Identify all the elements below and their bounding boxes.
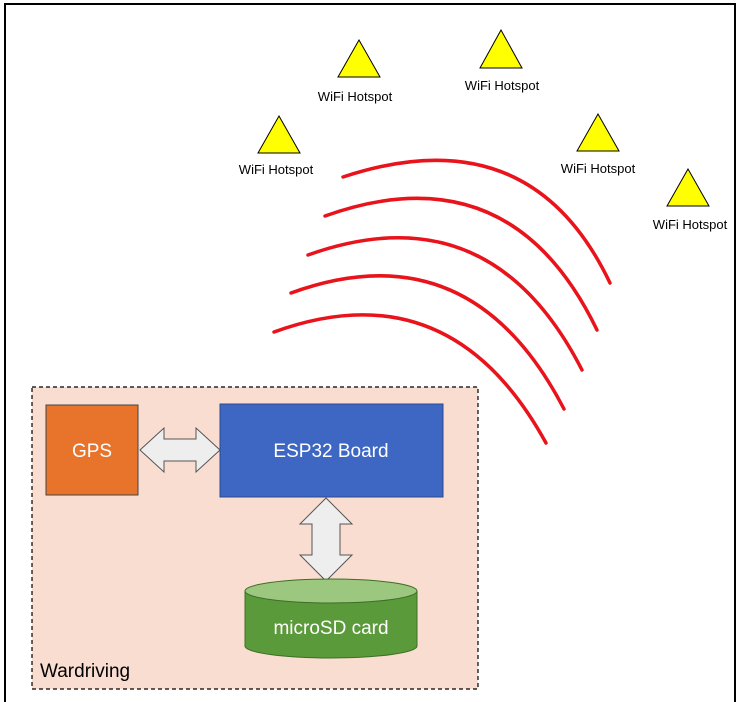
signal-waves <box>272 158 612 445</box>
signal-arc-1 <box>341 158 612 285</box>
group-label: Wardriving <box>40 661 130 682</box>
hotspot-2: WiFi Hotspot <box>465 28 540 93</box>
bidirectional-arrow-icon <box>139 426 221 474</box>
gps-box <box>45 404 139 496</box>
microsd-label: microSD card <box>273 618 388 639</box>
hotspot-3: WiFi Hotspot <box>239 114 314 177</box>
microsd-cylinder-top <box>244 578 418 604</box>
hotspot-5: WiFi Hotspot <box>653 167 728 232</box>
microsd-block: microSD card <box>244 578 418 659</box>
hotspot-label: WiFi Hotspot <box>318 89 393 104</box>
gps-label: GPS <box>72 441 112 462</box>
gps-block: GPS <box>45 404 139 496</box>
signal-arc-4 <box>289 274 566 411</box>
esp32-block: ESP32 Board <box>219 403 444 498</box>
hotspot-triangle-icon <box>479 28 523 69</box>
hotspot-triangle-icon <box>666 167 710 207</box>
hotspot-triangle-icon <box>337 38 381 78</box>
signal-arc-5 <box>272 313 548 445</box>
signal-arc-2 <box>323 196 599 332</box>
hotspot-label: WiFi Hotspot <box>653 217 728 232</box>
signal-arc-3 <box>306 236 584 372</box>
hotspot-triangle-icon <box>576 112 620 152</box>
hotspot-1: WiFi Hotspot <box>318 38 393 104</box>
esp32-label: ESP32 Board <box>273 441 388 462</box>
hotspot-triangle-icon <box>257 114 301 154</box>
esp32-box <box>219 403 444 498</box>
microsd-cylinder-body <box>244 590 418 659</box>
hotspot-label: WiFi Hotspot <box>561 161 636 176</box>
hotspot-label: WiFi Hotspot <box>465 78 540 93</box>
hotspot-4: WiFi Hotspot <box>561 112 636 176</box>
hotspot-label: WiFi Hotspot <box>239 162 314 177</box>
